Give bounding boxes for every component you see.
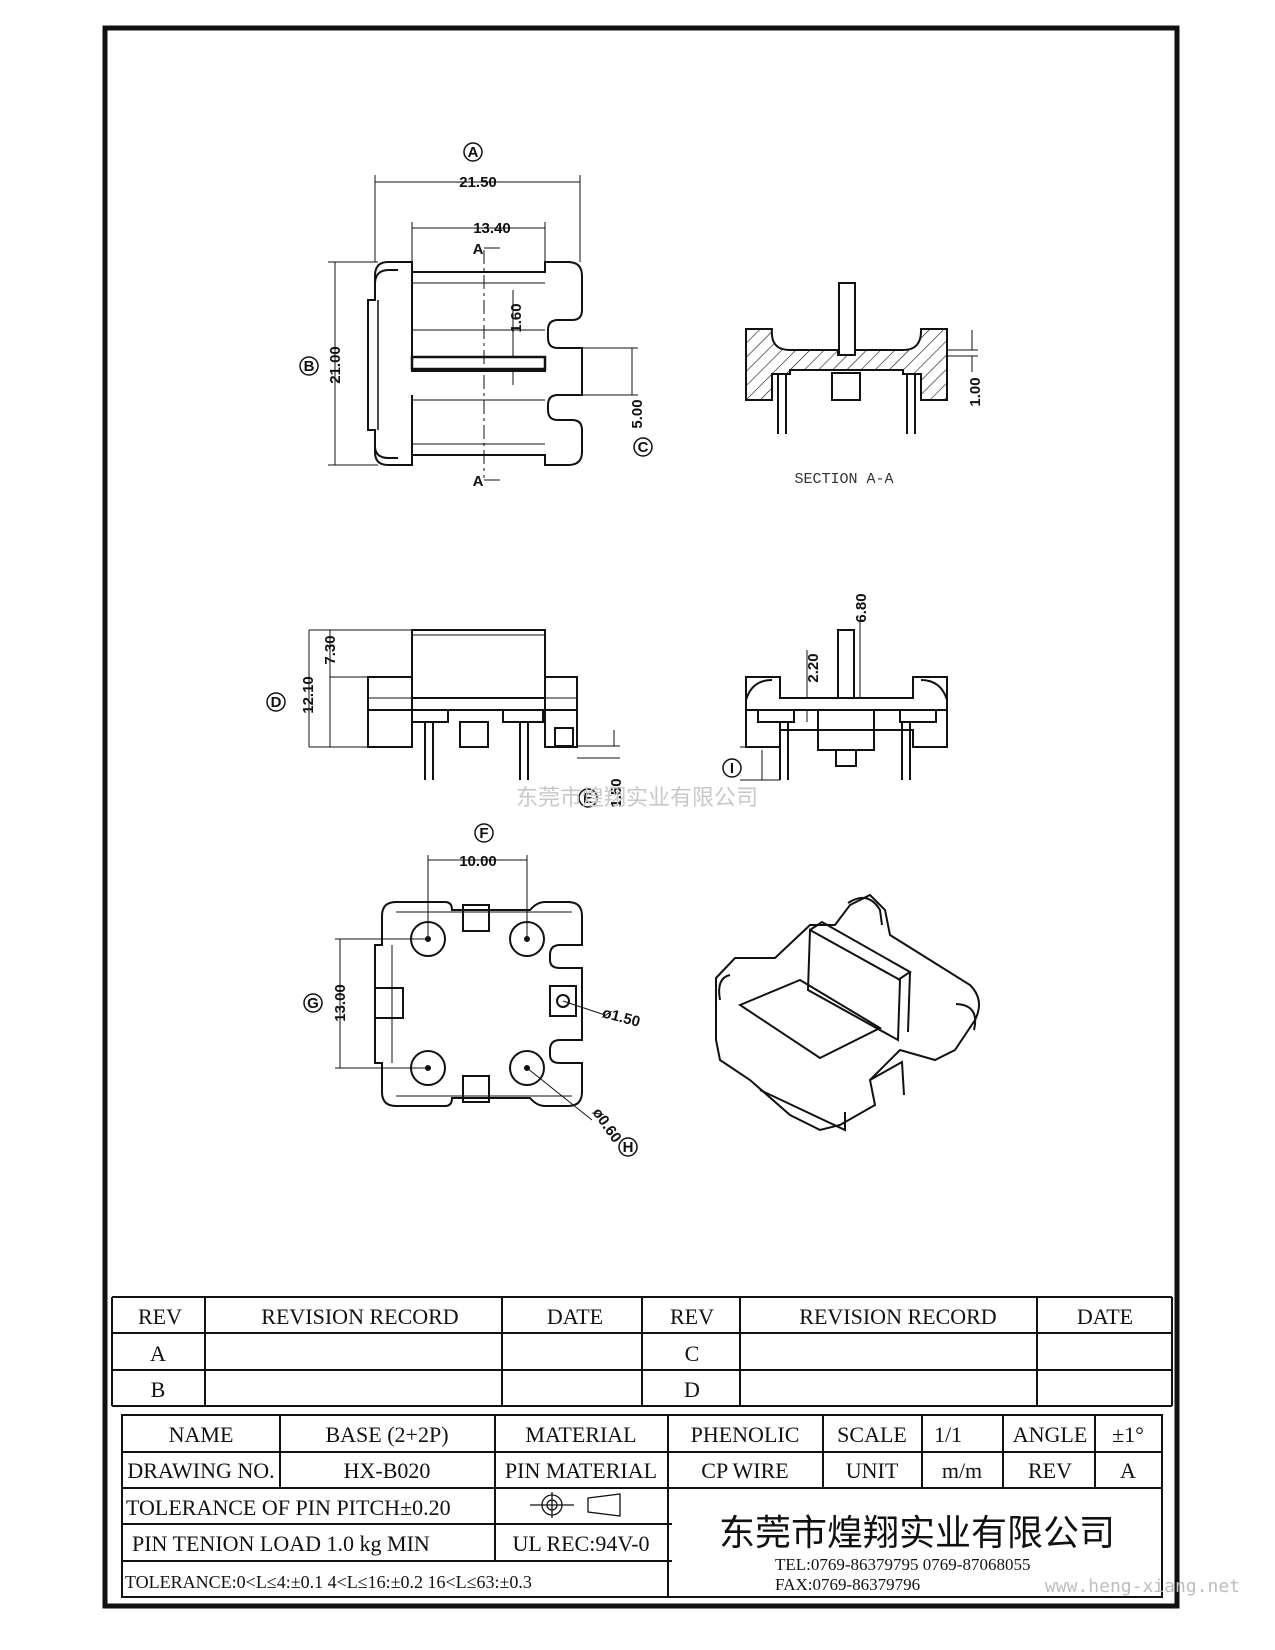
isometric-view	[715, 893, 980, 1132]
dim-total: 12.10	[300, 676, 317, 714]
rev-d: D	[684, 1377, 700, 1402]
dim-width: 21.50	[459, 174, 497, 191]
rev-a: A	[150, 1341, 166, 1366]
material-value: PHENOLIC	[691, 1422, 800, 1447]
company-name: 东莞市煌翔实业有限公司	[719, 1513, 1115, 1554]
drawing-no-label: DRAWING NO.	[127, 1458, 274, 1483]
date-header-1: DATE	[547, 1304, 603, 1329]
marker-i: I	[730, 760, 734, 777]
marker-h: H	[623, 1139, 634, 1156]
scale-label: SCALE	[837, 1422, 907, 1447]
bottom-view	[335, 855, 606, 1121]
sheet-border	[102, 25, 1180, 1609]
section-top-label: A	[473, 241, 484, 258]
dim-hole: ø1.50	[600, 1004, 641, 1030]
dim-fin: 6.80	[853, 593, 870, 622]
rev-label: REV	[1028, 1458, 1072, 1483]
dim-inner: 13.40	[473, 220, 511, 237]
marker-f: F	[479, 825, 488, 842]
scale-value: 1/1	[934, 1422, 962, 1447]
marker-b: B	[304, 358, 315, 375]
end-view	[740, 620, 948, 781]
tolerance-line: TOLERANCE:0<L≤4:±0.1 4<L≤16:±0.2 16<L≤63…	[125, 1572, 532, 1592]
section-title: SECTION A-A	[794, 471, 893, 488]
title-block-text: NAME BASE (2+2P) MATERIAL PHENOLIC SCALE…	[125, 1422, 1144, 1592]
dim-pitch-x: 10.00	[459, 853, 497, 870]
dim-gap: 5.00	[629, 399, 646, 428]
marker-a: A	[468, 144, 479, 161]
marker-c: C	[638, 439, 649, 456]
dim-upper: 7.30	[322, 635, 339, 664]
dim-pin-dia: ø0.60	[589, 1105, 625, 1146]
side-view	[308, 629, 620, 780]
revision-headers: REV REVISION RECORD DATE REV REVISION RE…	[138, 1304, 1133, 1329]
watermark-center: 东莞市煌翔实业有限公司	[516, 786, 758, 811]
top-view	[328, 175, 638, 481]
unit-label: UNIT	[846, 1458, 899, 1483]
dim-slot: 1.60	[508, 303, 525, 332]
website-watermark: www.heng-xiang.net	[1045, 1576, 1240, 1597]
name-label: NAME	[169, 1422, 234, 1447]
marker-g: G	[307, 995, 319, 1012]
pin-material-value: CP WIRE	[701, 1458, 788, 1483]
angle-value: ±1°	[1112, 1422, 1144, 1447]
material-label: MATERIAL	[525, 1422, 636, 1447]
rev-b: B	[151, 1377, 166, 1402]
dim-height: 21.00	[327, 346, 344, 384]
angle-label: ANGLE	[1013, 1422, 1088, 1447]
record-header-2: REVISION RECORD	[799, 1304, 996, 1329]
pin-tension: PIN TENION LOAD 1.0 kg MIN	[132, 1531, 430, 1556]
tolerance-pitch: TOLERANCE OF PIN PITCH±0.20	[126, 1495, 451, 1520]
section-view	[745, 282, 978, 434]
dim-wall: 1.00	[967, 377, 984, 406]
top-view-labels: A 21.50 13.40 A A 1.60 21.00 B 5.00 C	[299, 142, 653, 490]
company-fax: FAX:0769-86379796	[775, 1575, 920, 1594]
rev-c: C	[685, 1341, 700, 1366]
dim-pin: 1.50	[608, 778, 625, 807]
section-bottom-label: A	[473, 473, 484, 490]
rev-header-1: REV	[138, 1304, 182, 1329]
revision-table	[111, 1296, 1173, 1407]
unit-value: m/m	[942, 1458, 982, 1483]
title-block-grid	[121, 1414, 1163, 1598]
drawing-no-value: HX-B020	[344, 1458, 431, 1483]
projection-symbol-icon	[530, 1492, 621, 1518]
dim-pitch-y: 13.00	[332, 984, 349, 1022]
rev-value: A	[1120, 1458, 1136, 1483]
date-header-2: DATE	[1077, 1304, 1133, 1329]
ul-rec: UL REC:94V-0	[512, 1531, 649, 1556]
name-value: BASE (2+2P)	[325, 1422, 448, 1447]
pin-material-label: PIN MATERIAL	[505, 1458, 657, 1483]
revision-rows: A C B D	[150, 1341, 700, 1402]
marker-d: D	[271, 694, 282, 711]
marker-e: E	[583, 790, 593, 807]
rev-header-2: REV	[670, 1304, 714, 1329]
record-header-1: REVISION RECORD	[261, 1304, 458, 1329]
company-tel: TEL:0769-86379795 0769-87068055	[775, 1555, 1030, 1574]
dim-step: 2.20	[805, 653, 822, 682]
